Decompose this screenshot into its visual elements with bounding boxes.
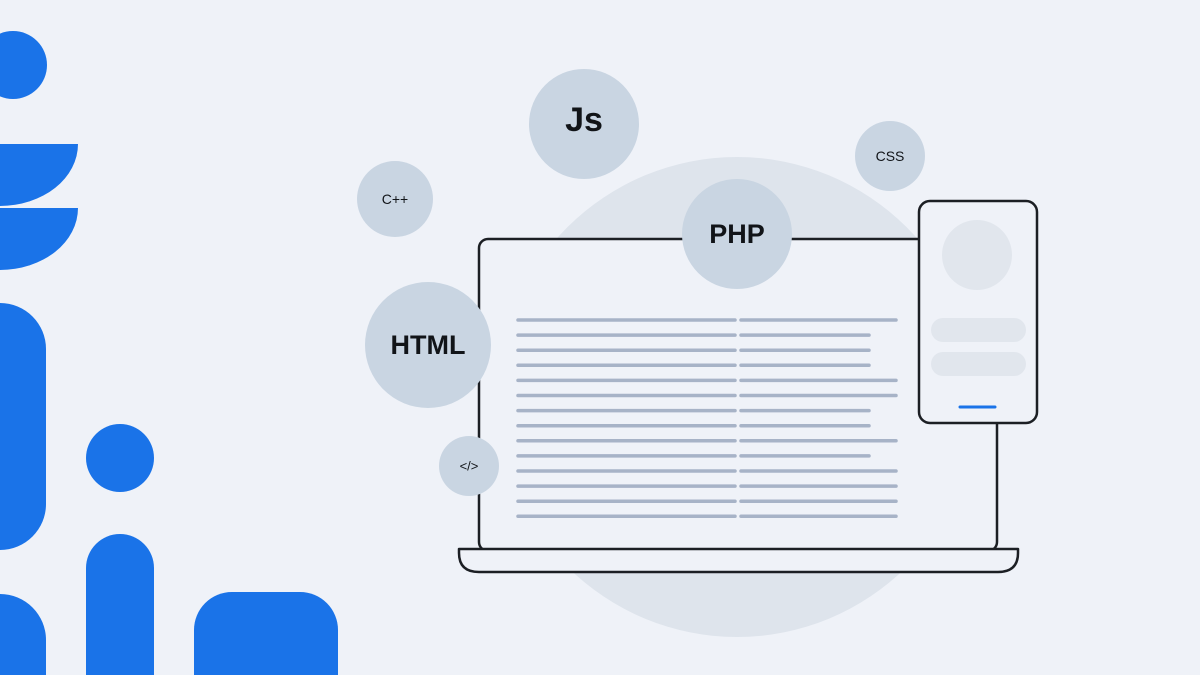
laptop-icon: [457, 237, 1020, 574]
bubble-php-circle: [682, 179, 792, 289]
bubble-code-label: </>: [460, 459, 479, 474]
blue-pill-mid: [86, 534, 154, 675]
bubble-cpp-circle: [357, 161, 433, 237]
bubble-code-circle: [439, 436, 499, 496]
phone-field-1: [931, 318, 1026, 342]
brand-shapes: [0, 31, 338, 675]
bubble-js-circle: [529, 69, 639, 179]
blue-rounded-block: [194, 592, 338, 675]
code-bubble-icon: </>: [439, 436, 499, 496]
bubble-css-circle: [855, 121, 925, 191]
blue-pill-tall: [0, 303, 46, 550]
blue-circle-dot: [86, 424, 154, 492]
bubble-css: CSS: [855, 121, 925, 191]
blue-half-disc-upper: [0, 144, 78, 206]
bubble-cpp-label: C++: [382, 191, 408, 207]
bubble-html-circle: [365, 282, 491, 408]
blue-half-disc-lower: [0, 208, 78, 270]
blue-circle-top: [0, 31, 47, 99]
phone-field-2: [931, 352, 1026, 376]
bubble-html-label: HTML: [391, 330, 466, 360]
bubble-cpp: C++: [357, 161, 433, 237]
bubble-js: Js: [529, 69, 639, 179]
laptop-base: [457, 547, 1020, 574]
bubble-php-label: PHP: [709, 219, 765, 249]
bubble-html: HTML: [365, 282, 491, 408]
blue-pill-bottom-left: [0, 594, 46, 675]
phone-avatar: [942, 220, 1012, 290]
phone-icon: [917, 199, 1039, 425]
bubble-php: PHP: [682, 179, 792, 289]
document-text-lines: [516, 318, 898, 519]
bubble-css-label: CSS: [876, 148, 905, 164]
bubble-js-label: Js: [565, 101, 603, 139]
